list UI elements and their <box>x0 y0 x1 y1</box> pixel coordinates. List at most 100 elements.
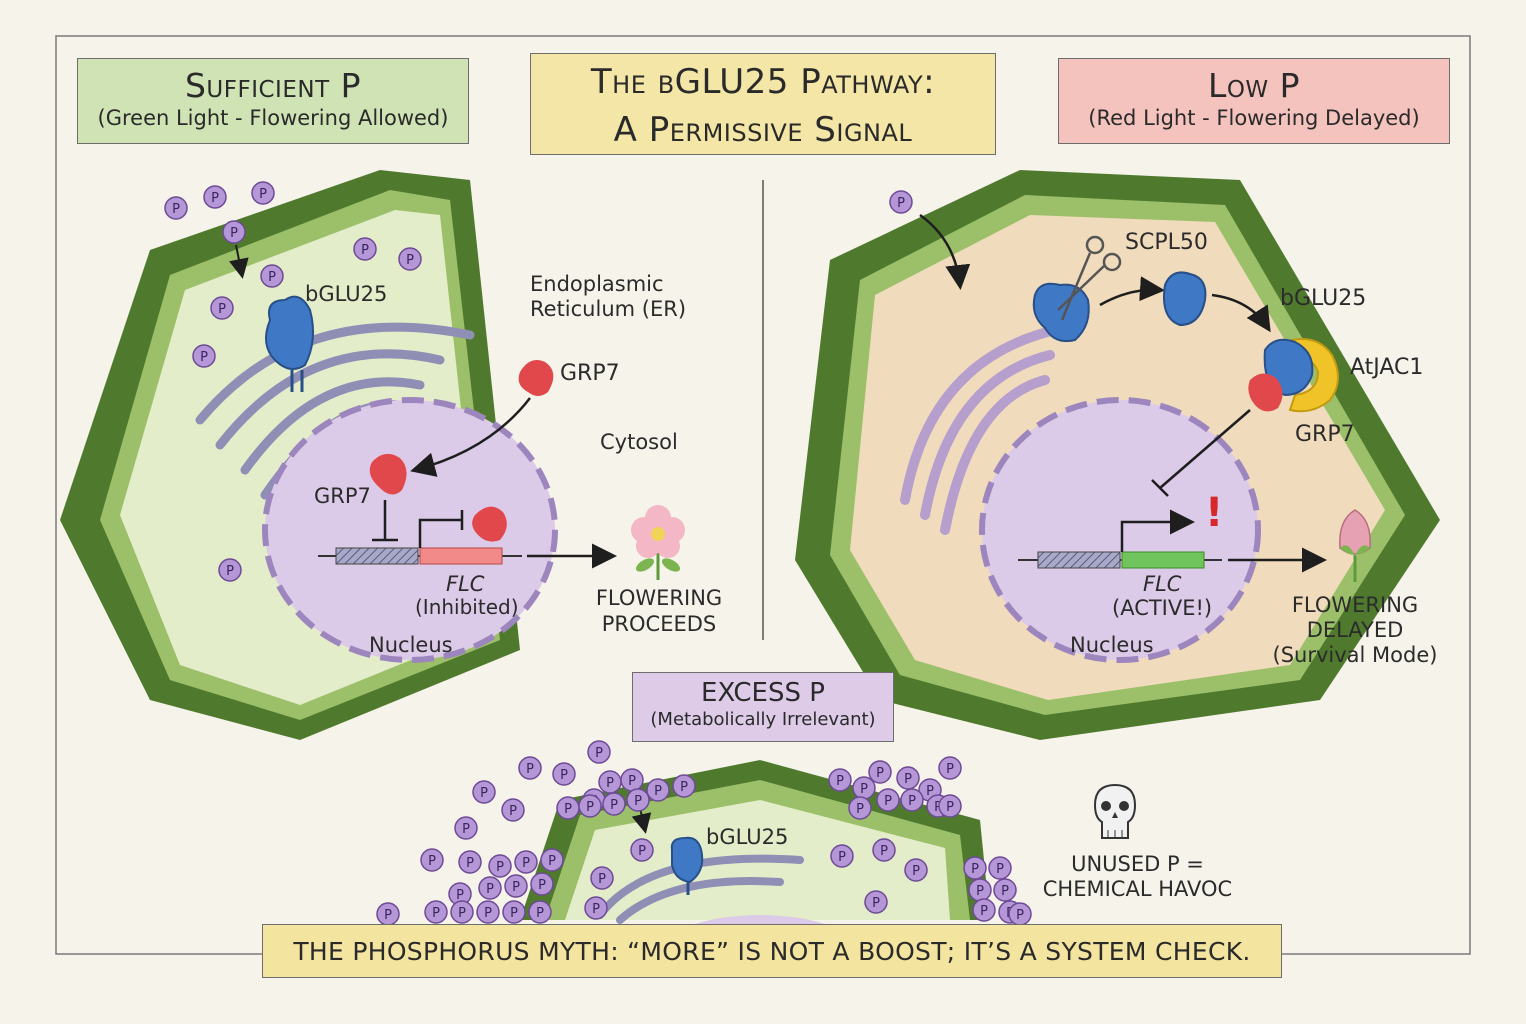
bglu25-protein-excess <box>670 836 704 895</box>
sufficient-p-title: Sufficient P <box>184 66 362 105</box>
phosphate-icon: P <box>518 756 542 780</box>
svg-text:P: P <box>406 253 414 268</box>
phosphate-icon: P <box>830 844 854 868</box>
flowering-proceeds-line1: FLOWERING <box>595 586 723 610</box>
flower-bud-icon <box>1339 509 1371 582</box>
phosphate-icon: P <box>164 196 188 220</box>
grp7-protein-left-nucleus <box>369 453 407 495</box>
phosphate-icon: P <box>353 237 377 261</box>
svg-text:P: P <box>606 776 614 791</box>
er-label-line2: Reticulum (ER) <box>530 297 687 321</box>
unused-p-line2: CHEMICAL HAVOC <box>1042 877 1233 901</box>
alert-exclamation: ! <box>1205 490 1224 536</box>
svg-text:P: P <box>484 906 492 921</box>
arrow-to-complex <box>1211 293 1271 333</box>
phosphate-icon: P <box>993 878 1017 902</box>
svg-text:P: P <box>946 800 954 815</box>
banner-text: THE PHOSPHORUS MYTH: “MORE” IS NOT A BOO… <box>293 937 1251 966</box>
phosphate-icon: P <box>528 900 552 924</box>
phosphate-icon: P <box>260 264 284 288</box>
svg-text:P: P <box>634 794 642 809</box>
diagram-title-line1: The bGLU25 Pathway: <box>590 62 936 102</box>
svg-text:P: P <box>496 860 504 875</box>
low-p-subtitle: (Red Light - Flowering Delayed) <box>1088 106 1420 130</box>
phosphate-icon: P <box>1008 902 1032 926</box>
svg-text:P: P <box>548 854 556 869</box>
svg-text:P: P <box>595 746 603 761</box>
svg-text:P: P <box>536 906 544 921</box>
svg-text:P: P <box>980 904 988 919</box>
er-label: Endoplasmic Reticulum (ER) <box>530 272 686 322</box>
phosphate-icon: P <box>398 247 422 271</box>
svg-text:P: P <box>971 862 979 877</box>
phosphate-icon: P <box>896 766 920 790</box>
arrow-p-entering-excess <box>631 807 652 834</box>
svg-text:P: P <box>908 794 916 809</box>
excess-p-title: EXCESS P <box>701 678 825 708</box>
phosphate-icon: P <box>864 890 888 914</box>
svg-text:P: P <box>200 350 208 365</box>
phosphate-icon: P <box>222 220 246 244</box>
svg-text:P: P <box>680 780 688 795</box>
svg-text:P: P <box>226 564 234 579</box>
low-nucleus <box>979 397 1261 663</box>
svg-text:P: P <box>428 854 436 869</box>
grp7-label-cytosol: GRP7 <box>560 361 620 386</box>
scissors-icon <box>1057 235 1122 321</box>
svg-text:P: P <box>230 226 238 241</box>
phosphate-icon: P <box>514 850 538 874</box>
nucleus-label-left: Nucleus <box>369 633 453 657</box>
phosphate-icon: P <box>988 856 1012 880</box>
svg-text:P: P <box>638 844 646 859</box>
svg-text:P: P <box>259 187 267 202</box>
phosphate-icon: P <box>210 296 234 320</box>
phosphate-icon: P <box>376 902 400 926</box>
phosphate-icon: P <box>454 816 478 840</box>
svg-text:P: P <box>538 878 546 893</box>
svg-text:P: P <box>512 880 520 895</box>
phosphorus-myth-banner: THE PHOSPHORUS MYTH: “MORE” IS NOT A BOO… <box>262 924 1282 978</box>
diagram-title-box: The bGLU25 Pathway: A Permissive Signal <box>530 53 996 155</box>
flc-gene-active <box>1121 551 1205 569</box>
promoter-blocked-left <box>418 510 464 548</box>
skull-icon <box>1093 783 1137 839</box>
bglu25-released <box>1163 271 1207 327</box>
svg-text:P: P <box>946 762 954 777</box>
phosphate-icon: P <box>251 181 275 205</box>
unused-p-line1: UNUSED P = <box>1071 852 1204 876</box>
flc-label-right: FLC <box>1143 572 1182 596</box>
svg-text:P: P <box>1016 908 1024 923</box>
phosphate-icon: P <box>488 854 512 878</box>
phosphate-icon: P <box>626 788 650 812</box>
survival-mode-line: (Survival Mode) <box>1272 643 1438 667</box>
phosphate-icon: P <box>587 740 611 764</box>
svg-text:P: P <box>466 856 474 871</box>
phosphate-icon: P <box>620 768 644 792</box>
phosphate-icon: P <box>556 796 580 820</box>
svg-text:P: P <box>904 772 912 787</box>
atjac1-label: AtJAC1 <box>1350 355 1424 380</box>
excess-p-header: EXCESS P (Metabolically Irrelevant) <box>632 672 894 742</box>
inhibit-bar-grp7-left <box>372 500 398 542</box>
phosphate-icon: P <box>598 770 622 794</box>
svg-text:P: P <box>564 802 572 817</box>
grp7-label-nucleus: GRP7 <box>314 484 371 508</box>
phosphate-icon: P <box>450 900 474 924</box>
phosphate-icon: P <box>630 838 654 862</box>
phosphate-icon: P <box>540 848 564 872</box>
flowering-delayed-label: FLOWERING DELAYED (Survival Mode) <box>1270 593 1440 668</box>
bglu25-label-right: bGLU25 <box>1280 286 1367 311</box>
phosphate-icon: P <box>602 792 626 816</box>
svg-text:P: P <box>976 884 984 899</box>
unused-p-label: UNUSED P = CHEMICAL HAVOC <box>1040 852 1235 902</box>
sufficient-p-subtitle: (Green Light - Flowering Allowed) <box>97 106 449 130</box>
svg-text:P: P <box>836 774 844 789</box>
phosphate-icon: P <box>646 778 670 802</box>
phosphate-icon: P <box>424 900 448 924</box>
grp7-protein-left-bound <box>472 506 507 542</box>
phosphate-icon: P <box>904 858 928 882</box>
phosphate-icon: P <box>848 796 872 820</box>
phosphate-icon: P <box>968 878 992 902</box>
flower-icon <box>631 505 685 580</box>
